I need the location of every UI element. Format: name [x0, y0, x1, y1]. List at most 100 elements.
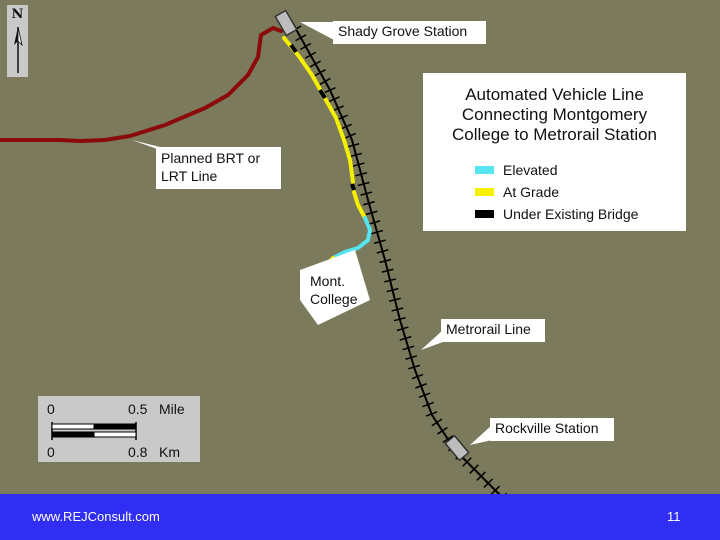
shady-grove-station-marker	[274, 9, 298, 37]
rail-tie	[436, 426, 448, 435]
rail-tie	[324, 86, 336, 94]
rail-tie	[371, 229, 384, 235]
rail-tie	[357, 181, 370, 187]
legend-label-elevated: Elevated	[503, 162, 558, 178]
av-line-under-bridge-1	[289, 43, 298, 54]
rail-tie	[411, 373, 424, 380]
rail-tie	[368, 220, 381, 225]
rail-tie	[309, 60, 322, 68]
brt-label-line-2: LRT Line	[161, 168, 218, 184]
rail-tie	[344, 132, 356, 139]
shady-grove-pointer	[300, 22, 334, 40]
legend: Automated Vehicle Line Connecting Montgo…	[423, 73, 686, 231]
rail-tie	[355, 172, 368, 177]
av-line-under-bridge-3	[350, 183, 356, 191]
av-line-at-grade-lower	[352, 190, 367, 220]
rail-tie	[319, 77, 331, 85]
brt-callout: Planned BRT or LRT Line	[156, 147, 281, 189]
rail-tie	[352, 162, 365, 167]
footer-url: www.REJConsult.com	[32, 509, 160, 524]
rail-tie	[373, 239, 386, 245]
legend-title: Automated Vehicle Line Connecting Montgo…	[423, 85, 686, 145]
rail-tie	[469, 464, 479, 474]
scale-bar: 0 0.5 Mile 0 0.8 Km	[38, 396, 200, 462]
rail-ticks	[290, 25, 508, 503]
scale-km-unit: Km	[159, 444, 180, 460]
rail-tie	[365, 210, 378, 216]
rail-tie	[462, 457, 472, 467]
rail-tie	[399, 335, 412, 341]
rail-tie	[393, 316, 406, 322]
rail-tie	[376, 249, 389, 254]
rockville-station-marker	[444, 434, 470, 462]
rail-tie	[304, 51, 317, 59]
rail-tie	[360, 191, 373, 196]
page-number: 11	[667, 509, 681, 524]
rail-tie	[476, 471, 486, 481]
rail-tie	[362, 200, 375, 206]
rockville-label: Rockville Station	[495, 420, 599, 436]
legend-swatch-under-bridge	[475, 210, 494, 218]
rail-tie	[386, 287, 399, 293]
rail-tie	[396, 326, 409, 332]
scale-km-zero: 0	[47, 444, 55, 460]
legend-title-line-3: College to Metrorail Station	[451, 125, 658, 144]
metrorail-callout: Metrorail Line	[441, 319, 545, 342]
scale-mile-zero: 0	[47, 401, 55, 417]
metrorail-line	[290, 21, 508, 503]
college-label-line-1: Mont.	[310, 273, 346, 289]
rockville-callout: Rockville Station	[490, 418, 614, 441]
north-letter: N	[11, 7, 24, 22]
rail-tie	[381, 268, 394, 273]
rail-tie	[300, 42, 312, 51]
rail-tie	[295, 34, 307, 42]
rail-tie	[347, 143, 360, 148]
brt-label-line-1: Planned BRT or	[161, 150, 261, 166]
rail-tie	[349, 152, 362, 158]
rail-tie	[442, 435, 454, 444]
metrorail-label: Metrorail Line	[446, 321, 531, 337]
rail-tie	[415, 383, 427, 389]
legend-label-under-bridge: Under Existing Bridge	[503, 206, 639, 222]
rail-tie	[384, 278, 397, 283]
rail-tie	[431, 418, 443, 427]
rail-tie	[425, 411, 438, 417]
legend-swatch-at-grade	[475, 188, 494, 196]
scale-bar-graphic	[51, 422, 137, 440]
scale-mile-unit: Mile	[159, 401, 185, 417]
rockville-pointer	[470, 425, 492, 445]
av-line-under-bridge-2	[318, 88, 327, 100]
rail-tie	[332, 105, 344, 112]
rail-tie	[402, 345, 415, 351]
college-label: Mont. College	[310, 272, 357, 308]
scale-km-value: 0.8	[128, 444, 148, 460]
north-arrow-icon	[14, 26, 23, 73]
legend-swatch-elevated	[475, 166, 494, 174]
college-label-line-2: College	[310, 291, 358, 307]
rail-tie	[418, 392, 431, 399]
north-arrow: N	[7, 5, 28, 77]
rail-tie	[388, 297, 401, 302]
rail-tie	[328, 96, 340, 103]
brt-line	[0, 26, 283, 143]
av-line-elevated	[331, 216, 373, 260]
rail-tie	[422, 401, 434, 408]
rail-tie	[391, 307, 404, 312]
shady-grove-callout: Shady Grove Station	[333, 21, 486, 44]
rail-tie	[379, 258, 392, 264]
rail-tie	[405, 355, 418, 360]
shady-grove-label: Shady Grove Station	[338, 23, 468, 39]
rail-tie	[490, 485, 501, 496]
rail-tie	[408, 364, 421, 370]
rail-tie	[314, 69, 326, 77]
rail-tie	[483, 478, 493, 488]
scale-mile-value: 0.5	[128, 401, 148, 417]
legend-label-at-grade: At Grade	[503, 184, 560, 200]
slide-footer: www.REJConsult.com 11	[0, 494, 720, 540]
legend-title-line-1: Automated Vehicle Line	[465, 85, 644, 104]
rail-tie	[340, 123, 352, 130]
metrorail-pointer	[421, 330, 443, 350]
legend-title-line-2: Connecting Montgomery	[461, 105, 648, 124]
